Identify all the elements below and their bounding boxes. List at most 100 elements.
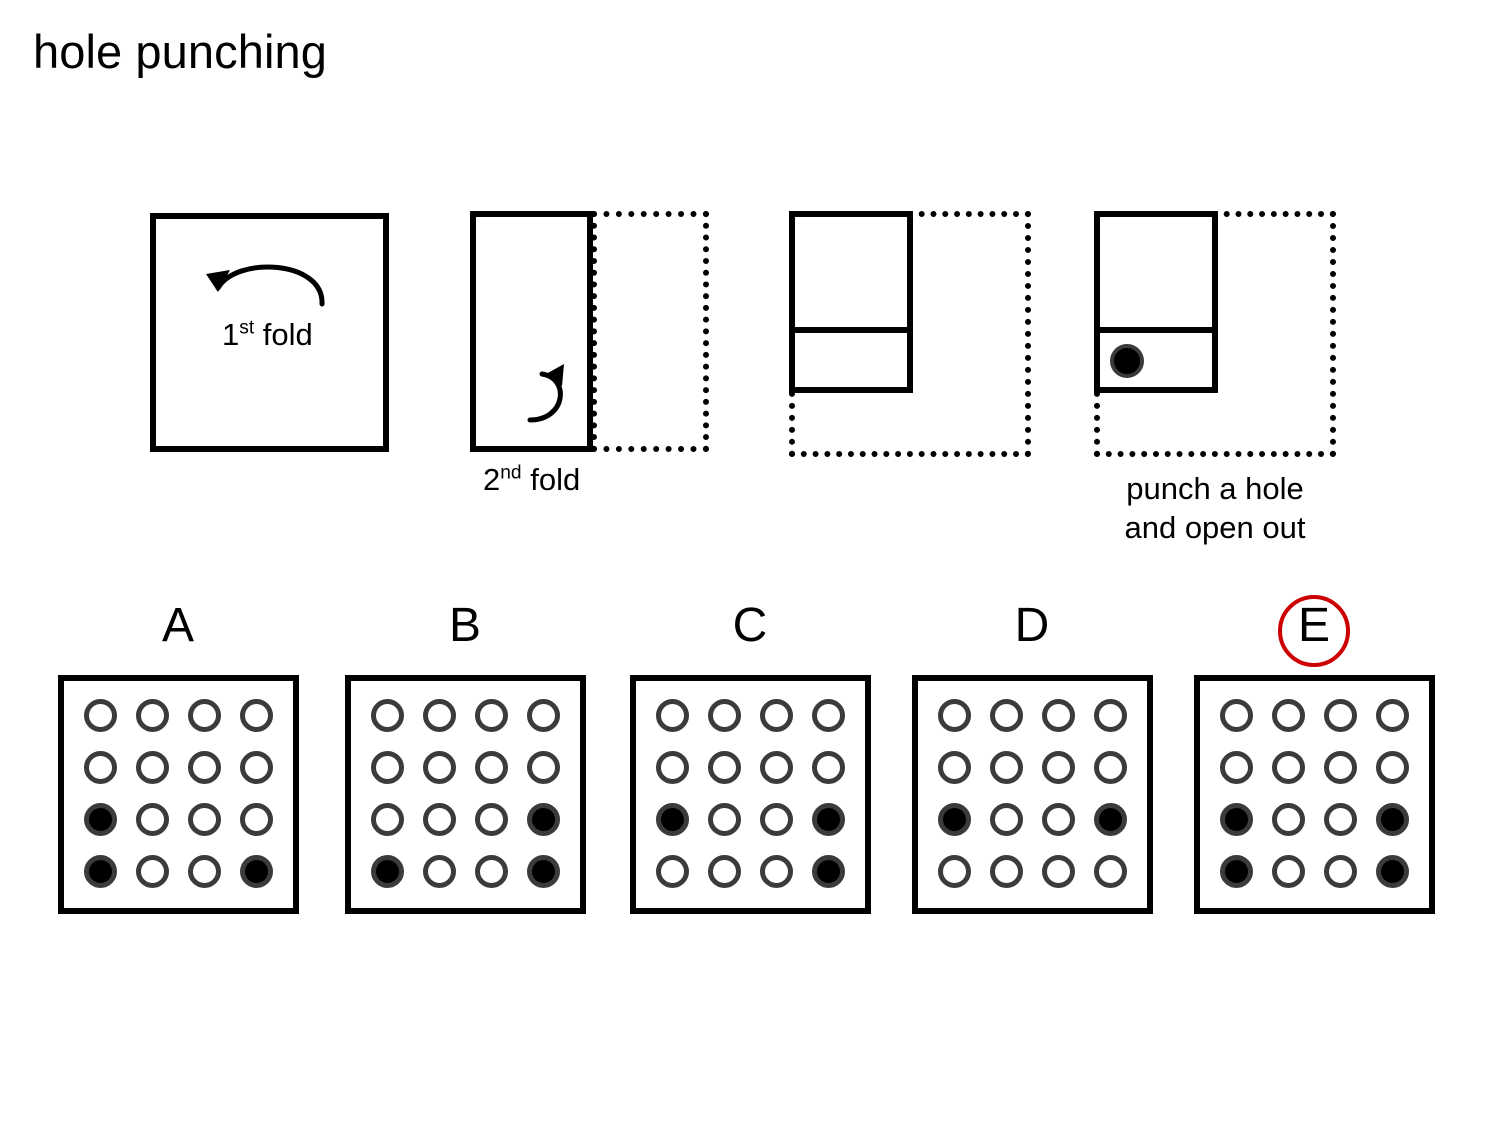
answer-option-letter-e[interactable]: E (1297, 599, 1330, 652)
punched-hole-icon-r3c4 (812, 803, 846, 837)
unpunched-hole-icon-r1c4 (1376, 698, 1410, 732)
unpunched-hole-icon-r1c2 (989, 698, 1023, 732)
unpunched-hole-icon-r2c3 (760, 750, 794, 784)
unpunched-hole-icon-r3c2 (1271, 803, 1305, 837)
punched-hole-icon-r4c4 (527, 855, 561, 889)
unpunched-hole-icon-r1c1 (83, 698, 117, 732)
unpunched-hole-icon-r4c2 (135, 855, 169, 889)
unpunched-hole-icon-r1c2 (422, 698, 456, 732)
unpunched-hole-icon-r1c4 (240, 698, 274, 732)
unpunched-hole-icon-r2c3 (1042, 750, 1076, 784)
unpunched-hole-icon-r4c3 (475, 855, 509, 889)
unpunched-hole-icon-r3c3 (760, 803, 794, 837)
fold-step-1-label-ordinal: st (239, 317, 255, 339)
fold-step-4-caption-line-2: and open out (1124, 509, 1306, 545)
unpunched-hole-icon-r3c2 (135, 803, 169, 837)
unpunched-hole-icon-r3c2 (989, 803, 1023, 837)
unpunched-hole-icon-r2c4 (1376, 750, 1410, 784)
hole-grid-a (64, 681, 293, 908)
unpunched-hole-icon-r2c4 (240, 750, 274, 784)
unpunched-hole-icon-r2c3 (475, 750, 509, 784)
answer-option-paper-c[interactable] (630, 675, 871, 914)
unpunched-hole-icon-r2c2 (707, 750, 741, 784)
answer-option-letter-a[interactable]: A (161, 599, 194, 652)
answer-option-letter-b[interactable]: B (448, 599, 481, 652)
unpunched-hole-icon-r1c2 (1271, 698, 1305, 732)
unpunched-hole-icon-r3c4 (240, 803, 274, 837)
hole-grid-e (1200, 681, 1429, 908)
unpunched-hole-icon-r1c4 (1094, 698, 1128, 732)
unpunched-hole-icon-r2c2 (1271, 750, 1305, 784)
unpunched-hole-icon-r4c1 (937, 855, 971, 889)
fold-step-1-label: 1st fold (222, 316, 313, 355)
punched-hole-icon-r4c4 (1376, 855, 1410, 889)
punched-hole-icon-r4c4 (812, 855, 846, 889)
unpunched-hole-icon-r2c1 (370, 750, 404, 784)
unpunched-hole-icon-r3c1 (370, 803, 404, 837)
unpunched-hole-icon-r4c4 (1094, 855, 1128, 889)
punched-hole-icon-r3c1 (1219, 803, 1253, 837)
unpunched-hole-icon-r1c2 (135, 698, 169, 732)
unpunched-hole-icon-r1c1 (1219, 698, 1253, 732)
answer-option-letter-d[interactable]: D (1014, 599, 1050, 652)
unpunched-hole-icon-r4c3 (1324, 855, 1358, 889)
fold-step-4-caption-line-1: punch a hole (1126, 471, 1304, 506)
curved-arrow-icon-second-fold (527, 364, 564, 423)
unpunched-hole-icon-r1c3 (475, 698, 509, 732)
unpunched-hole-icon-r1c1 (655, 698, 689, 732)
answer-option-paper-b[interactable] (345, 675, 586, 914)
unpunched-hole-icon-r2c1 (83, 750, 117, 784)
unpunched-hole-icon-r2c1 (937, 750, 971, 784)
unpunched-hole-icon-r1c3 (188, 698, 222, 732)
unpunched-hole-icon-r1c4 (527, 698, 561, 732)
unpunched-hole-icon-r3c3 (188, 803, 222, 837)
unpunched-hole-icon-r1c1 (370, 698, 404, 732)
answer-option-paper-a[interactable] (58, 675, 299, 914)
unpunched-hole-icon-r4c1 (655, 855, 689, 889)
unpunched-hole-icon-r4c3 (760, 855, 794, 889)
punched-hole-icon-r4c1 (1219, 855, 1253, 889)
unpunched-hole-icon-r2c3 (188, 750, 222, 784)
answer-option-paper-d[interactable] (912, 675, 1153, 914)
punched-hole-icon-r3c1 (655, 803, 689, 837)
unpunched-hole-icon-r1c3 (1042, 698, 1076, 732)
fold-step-1-label-number: 1 (222, 317, 240, 352)
punched-hole-icon-r4c1 (370, 855, 404, 889)
answer-option-letter-c[interactable]: C (732, 599, 768, 652)
unpunched-hole-icon-r3c3 (1042, 803, 1076, 837)
unpunched-hole-icon-r2c2 (135, 750, 169, 784)
unpunched-hole-icon-r2c4 (1094, 750, 1128, 784)
fold-step-2-label-word: fold (521, 462, 581, 497)
fold-crease-line-step3 (789, 327, 913, 333)
unpunched-hole-icon-r4c3 (1042, 855, 1076, 889)
unpunched-hole-icon-r2c1 (1219, 750, 1253, 784)
punched-hole-icon-r3c1 (937, 803, 971, 837)
unpunched-hole-icon-r1c3 (1324, 698, 1358, 732)
unpunched-hole-icon-r1c2 (707, 698, 741, 732)
fold-step-4-caption: punch a hole and open out (1045, 470, 1385, 548)
answer-option-paper-e[interactable] (1194, 675, 1435, 914)
unpunched-hole-icon-r4c2 (989, 855, 1023, 889)
unpunched-hole-icon-r1c4 (812, 698, 846, 732)
unpunched-hole-icon-r4c2 (422, 855, 456, 889)
unpunched-hole-icon-r3c3 (1324, 803, 1358, 837)
hole-grid-d (918, 681, 1147, 908)
paper-ghost-half-step2 (591, 211, 709, 452)
unpunched-hole-icon-r2c1 (655, 750, 689, 784)
page-title: hole punching (33, 25, 327, 78)
curved-arrow-icon-first-fold (206, 264, 325, 307)
unpunched-hole-icon-r3c3 (475, 803, 509, 837)
punched-hole-icon (1110, 344, 1144, 378)
fold-step-1-label-word: fold (254, 317, 313, 352)
punched-hole-icon-r3c4 (527, 803, 561, 837)
unpunched-hole-icon-r1c1 (937, 698, 971, 732)
unpunched-hole-icon-r2c3 (1324, 750, 1358, 784)
paper-half-step2 (470, 211, 593, 452)
unpunched-hole-icon-r4c3 (188, 855, 222, 889)
unpunched-hole-icon-r1c3 (760, 698, 794, 732)
fold-step-2-label-ordinal: nd (500, 462, 522, 484)
fold-crease-line-step4 (1094, 327, 1218, 333)
punched-hole-icon-r3c4 (1376, 803, 1410, 837)
unpunched-hole-icon-r4c2 (1271, 855, 1305, 889)
unpunched-hole-icon-r3c2 (707, 803, 741, 837)
